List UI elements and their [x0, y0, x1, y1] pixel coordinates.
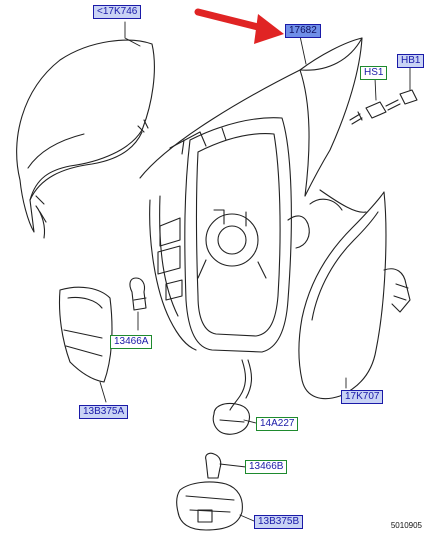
bulb-13466b-part — [205, 452, 222, 479]
callout-13b375b[interactable]: 13B375B — [254, 515, 304, 529]
callout-13466b[interactable]: 13466B — [245, 460, 288, 474]
callout-13b375a[interactable]: 13B375A — [79, 405, 129, 419]
screw-hs1-part — [349, 101, 387, 125]
bulb-13466a-part — [129, 277, 147, 311]
mirror-glass-part — [298, 191, 411, 400]
reference-number: 5010905 — [390, 521, 422, 530]
callout-14a227[interactable]: 14A227 — [256, 417, 299, 431]
mirror-housing-part — [139, 37, 363, 353]
socket-harness-part — [212, 359, 253, 435]
indicator-arrow — [194, 8, 284, 44]
callout-hb1[interactable]: HB1 — [397, 54, 425, 68]
leader-lines — [99, 21, 411, 522]
approach-lamp-part — [176, 481, 243, 531]
mirror-cover-part — [16, 39, 155, 239]
callout-17k707[interactable]: 17K707 — [341, 390, 384, 404]
bolt-hb1-part — [385, 89, 418, 111]
callout-hs1[interactable]: HS1 — [360, 66, 388, 80]
callout-17682[interactable]: 17682 — [285, 24, 321, 38]
wire-harness — [319, 189, 367, 213]
callout-17k746[interactable]: <17K746 — [93, 5, 142, 19]
lamp-lens-part — [58, 286, 113, 383]
callout-13466a[interactable]: 13466A — [110, 335, 153, 349]
